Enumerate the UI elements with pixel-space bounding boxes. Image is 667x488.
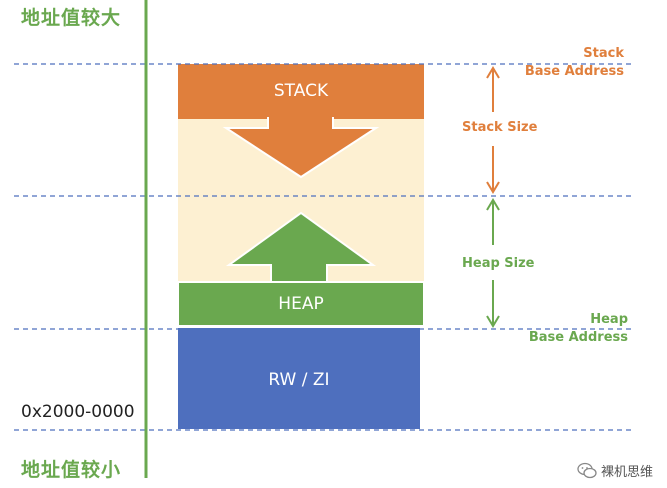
low-address-label: 地址值较小	[21, 459, 122, 481]
stack-growth-arrow	[222, 117, 380, 179]
stack-label: STACK	[273, 81, 329, 101]
stack-size-label: Stack Size	[462, 120, 538, 135]
watermark-text: 裸机思维	[600, 465, 653, 480]
rwzi-block	[178, 328, 420, 429]
stack-block	[178, 64, 424, 119]
base-address-value: 0x2000-0000	[21, 402, 135, 422]
heap-growth-arrow	[225, 211, 377, 283]
heap-base-label-line1: Heap	[590, 312, 628, 327]
heap-size-arrow	[486, 198, 500, 328]
heap-block	[177, 281, 425, 327]
stack-base-label-line1: Stack	[583, 46, 624, 61]
stack-size-arrow	[486, 66, 500, 194]
heap-label: HEAP	[278, 294, 324, 314]
heap-size-label: Heap Size	[462, 256, 535, 271]
wechat-icon	[577, 462, 597, 478]
rwzi-label: RW / ZI	[268, 370, 330, 390]
watermark: 裸机思维	[577, 461, 653, 480]
stack-base-label-line2: Base Address	[524, 64, 624, 79]
heap-base-label-line2: Base Address	[528, 330, 628, 345]
high-address-label: 地址值较大	[21, 7, 122, 29]
